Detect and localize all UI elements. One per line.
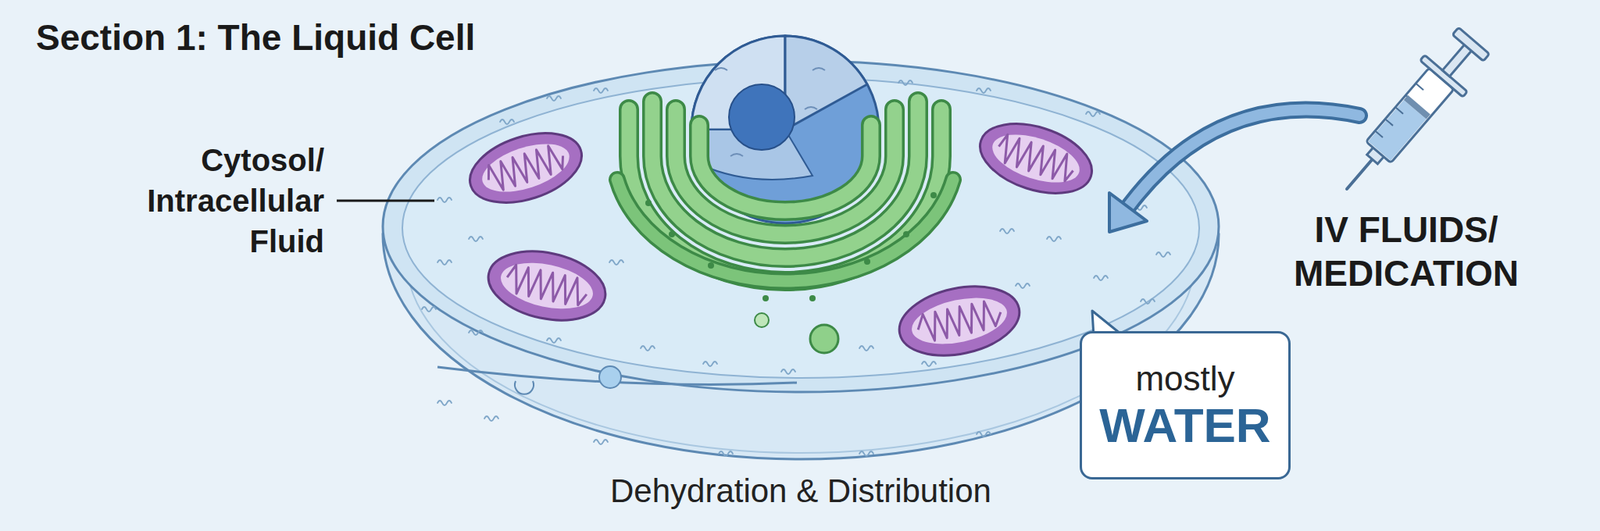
input-label: IV FLUIDS/ MEDICATION <box>1253 207 1559 296</box>
cytosol-texture <box>976 88 991 93</box>
nucleus <box>691 35 879 224</box>
cytosol-texture <box>640 346 655 351</box>
mitochondrion <box>482 241 612 331</box>
cytosol-texture <box>921 361 936 367</box>
cytosol-texture <box>859 346 874 351</box>
cytosol-texture <box>1085 111 1100 117</box>
cytosol-texture <box>1046 236 1061 242</box>
endoplasmic-reticulum <box>699 125 872 211</box>
cytosol-texture <box>718 451 733 457</box>
syringe-icon <box>1452 27 1490 61</box>
leader-line <box>336 200 435 203</box>
flow-arrow <box>1109 192 1147 233</box>
cytosol-texture <box>609 260 624 265</box>
cytosol-texture <box>1015 283 1030 289</box>
cytosol-texture <box>703 361 718 367</box>
endoplasmic-reticulum <box>675 109 895 235</box>
cell-body <box>599 366 622 389</box>
cytosol-texture <box>546 338 561 343</box>
nucleus <box>714 67 825 157</box>
flow-arrow <box>1128 110 1360 208</box>
cytosol-texture <box>437 400 452 406</box>
endoplasmic-reticulum <box>903 231 910 238</box>
endoplasmic-reticulum <box>645 192 937 302</box>
nucleus <box>691 35 879 224</box>
diagram-caption: Dehydration & Distribution <box>610 471 992 511</box>
cytosol-texture <box>437 197 452 203</box>
callout-text: mostly <box>1135 358 1235 400</box>
diagram-title: Section 1: The Liquid Cell <box>35 15 475 60</box>
syringe-icon <box>1365 67 1454 163</box>
part-label: Cytosol/ Intracellular Fluid <box>74 139 325 262</box>
cytosol-texture <box>484 416 499 422</box>
endoplasmic-reticulum <box>699 125 872 211</box>
syringe-icon <box>1403 95 1431 120</box>
vesicle <box>810 325 839 354</box>
syringe-icon <box>1375 131 1383 138</box>
mitochondrion <box>482 241 612 331</box>
cytosol-texture <box>546 96 561 101</box>
cytosol-texture <box>1000 228 1015 234</box>
endoplasmic-reticulum <box>707 262 715 269</box>
endoplasmic-reticulum <box>864 258 871 265</box>
cytosol-texture <box>859 451 874 457</box>
endoplasmic-reticulum <box>930 192 937 199</box>
syringe-icon <box>1385 118 1393 125</box>
vesicle <box>754 313 769 328</box>
mitochondrion <box>914 298 1004 344</box>
callout-emphasis: WATER <box>1099 399 1271 453</box>
cytosol-texture <box>976 432 991 437</box>
flow-arrow <box>1128 110 1360 208</box>
callout-box: mostlyWATER <box>1079 331 1291 480</box>
nucleus <box>785 35 868 130</box>
mitochondrion <box>892 276 1026 367</box>
mitochondrion <box>460 120 590 216</box>
cytosol-texture <box>593 88 608 93</box>
syringe-icon <box>1346 158 1374 190</box>
cytosol-texture <box>593 439 608 445</box>
endoplasmic-reticulum <box>668 231 675 238</box>
nucleus <box>728 84 795 150</box>
cytosol-texture <box>500 119 515 125</box>
endoplasmic-reticulum <box>645 200 652 207</box>
mitochondrion <box>484 142 568 193</box>
cell-body <box>514 381 534 395</box>
endoplasmic-reticulum <box>617 101 954 302</box>
endoplasmic-reticulum <box>652 101 918 258</box>
cytosol-texture <box>468 236 483 242</box>
endoplasmic-reticulum <box>762 295 769 302</box>
mitochondrion <box>460 120 590 216</box>
cytosol-texture <box>421 307 436 312</box>
endoplasmic-reticulum <box>617 179 954 282</box>
endoplasmic-reticulum <box>617 179 954 282</box>
syringe-icon <box>1395 107 1404 114</box>
mitochondrion <box>476 134 575 201</box>
mitochondrion <box>971 110 1100 207</box>
cytosol-texture <box>1093 275 1108 281</box>
mitochondrion <box>986 125 1086 192</box>
mitochondrion <box>503 264 590 309</box>
mitochondrion <box>971 110 1100 207</box>
cytosol-texture <box>437 260 452 265</box>
endoplasmic-reticulum <box>809 295 816 302</box>
mitochondrion <box>994 132 1078 184</box>
syringe-icon <box>1325 22 1496 208</box>
cytosol-texture <box>1140 299 1155 304</box>
endoplasmic-reticulum <box>652 101 918 258</box>
mitochondrion <box>496 255 598 317</box>
syringe-icon <box>1415 83 1424 90</box>
mitochondrion <box>892 276 1026 367</box>
cytosol-texture <box>468 330 483 336</box>
cytosol-texture <box>781 369 796 375</box>
endoplasmic-reticulum <box>675 109 895 235</box>
mitochondrion <box>907 290 1012 353</box>
cytosol-texture <box>1156 252 1171 258</box>
cytosol-texture <box>898 80 913 86</box>
